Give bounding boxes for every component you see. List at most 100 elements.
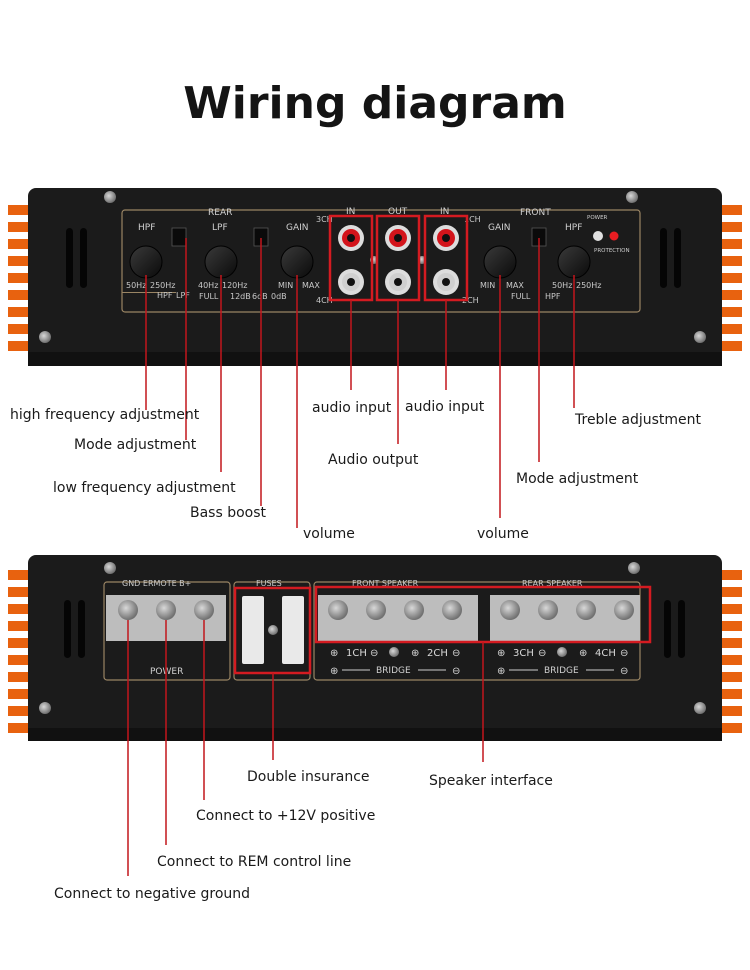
front-label: FRONT	[520, 208, 551, 218]
screw-icon	[694, 331, 706, 343]
gain-label-right: GAIN	[488, 223, 511, 233]
screw-icon	[628, 562, 640, 574]
speaker-interface-label: Speaker interface	[429, 773, 553, 789]
hz50-label-right: 50Hz	[552, 281, 572, 290]
audio-output-label: Audio output	[328, 452, 419, 468]
bass-boost-label: Bass boost	[190, 505, 267, 521]
mode-switch-left[interactable]	[171, 227, 187, 247]
minus-icon: ⊖	[538, 648, 546, 659]
power-led-icon	[593, 231, 603, 241]
bottom-vents	[64, 600, 685, 658]
rear-speaker-label: REAR SPEAKER	[522, 579, 583, 588]
terminal-screw-icon	[576, 600, 596, 620]
terminal-screw-icon	[442, 600, 462, 620]
hpf-knob-right[interactable]	[557, 245, 591, 279]
volume-label-left: volume	[303, 526, 355, 542]
db6-label: 6dB	[252, 292, 268, 301]
ch2-label-bottom: 2CH	[427, 648, 448, 659]
double-insurance-label: Double insurance	[247, 769, 370, 785]
top-vents	[66, 228, 681, 288]
out-label: OUT	[388, 207, 408, 217]
callout-lines-bottom	[127, 620, 484, 876]
minus-icon: ⊖	[620, 666, 628, 677]
top-control-panel	[121, 209, 641, 313]
positive-12v-label: Connect to +12V positive	[196, 808, 375, 824]
protection-led-icon	[609, 231, 619, 241]
screw-icon	[626, 191, 638, 203]
fuse-1	[242, 596, 264, 664]
screw-icon	[39, 702, 51, 714]
terminal-screw-icon	[500, 600, 520, 620]
minus-icon: ⊖	[452, 648, 460, 659]
in-label-left: IN	[346, 207, 355, 217]
screw-icon	[104, 191, 116, 203]
low-frequency-adjustment-label: low frequency adjustment	[53, 480, 236, 496]
rca-jacks	[338, 225, 459, 295]
db12-label: 12dB	[230, 292, 251, 301]
ch4-label-bottom: 4CH	[595, 648, 616, 659]
bottom-amplifier: GND ERMOTE B+ FUSES FRONT SPEAKER REAR S…	[8, 555, 742, 741]
bottom-left-fins	[8, 570, 40, 733]
top-left-fins	[8, 205, 40, 351]
lpf-label: LPF	[212, 223, 228, 233]
gain-knob-right[interactable]	[483, 245, 517, 279]
screw-icon	[694, 702, 706, 714]
bridge-label-rear: BRIDGE	[544, 666, 579, 676]
screw-icon	[39, 331, 51, 343]
front-speaker-label: FRONT SPEAKER	[352, 579, 419, 588]
hpf-knob-left[interactable]	[129, 245, 163, 279]
callout-lines-top	[145, 238, 575, 528]
protection-led-label: PROTECTION	[594, 248, 630, 254]
hpf-sub-label-right: HPF	[545, 292, 561, 301]
full-label-right: FULL	[511, 292, 531, 301]
ch4-label: 4CH	[316, 296, 333, 305]
audio-input-label-right: audio input	[405, 399, 485, 415]
audio-input-label-left: audio input	[312, 400, 392, 416]
plus-icon: ⊕	[330, 666, 338, 677]
ch2-label: 2CH	[462, 296, 479, 305]
min-label-left: MIN	[278, 281, 293, 290]
hz120-label: 120Hz	[222, 281, 247, 290]
top-amplifier: REAR FRONT IN OUT IN 3CH 4CH 1CH 2CH HPF…	[8, 188, 742, 366]
lpf-switch-label: LPF	[176, 291, 190, 300]
max-label-right: MAX	[506, 281, 524, 290]
minus-icon: ⊖	[370, 648, 378, 659]
plus-icon: ⊕	[497, 648, 505, 659]
full-label-left: FULL	[199, 292, 219, 301]
rem-control-label: Connect to REM control line	[157, 854, 351, 870]
in-label-right: IN	[440, 207, 449, 217]
terminal-screw-icon	[118, 600, 138, 620]
terminal-screw-icon	[156, 600, 176, 620]
minus-icon: ⊖	[452, 666, 460, 677]
power-terminal-label: GND ERMOTE B+	[122, 579, 191, 588]
top-chassis	[28, 188, 722, 366]
ch3-label-bottom: 3CH	[513, 648, 534, 659]
ch3-label: 3CH	[316, 215, 333, 224]
hpf-switch-label: HPF	[157, 291, 173, 300]
max-label-left: MAX	[302, 281, 320, 290]
ch1-label: 1CH	[464, 215, 481, 224]
lpf-knob[interactable]	[204, 245, 238, 279]
plus-icon: ⊕	[497, 666, 505, 677]
fuse-2	[282, 596, 304, 664]
gain-knob-left[interactable]	[280, 245, 314, 279]
high-frequency-adjustment-label: high frequency adjustment	[10, 407, 200, 423]
hz40-label: 40Hz	[198, 281, 218, 290]
plus-icon: ⊕	[330, 648, 338, 659]
hpf-label-right: HPF	[565, 223, 582, 233]
db0-label: 0dB	[271, 292, 287, 301]
hz250-label: 250Hz	[150, 281, 175, 290]
hpf-label-left: HPF	[138, 223, 155, 233]
mode-adjustment-label-left: Mode adjustment	[74, 437, 197, 453]
volume-label-right: volume	[477, 526, 529, 542]
bottom-right-fins	[712, 570, 742, 733]
terminal-screw-icon	[328, 600, 348, 620]
mode-adjustment-label-right: Mode adjustment	[516, 471, 639, 487]
plus-icon: ⊕	[579, 648, 587, 659]
terminal-screw-icon	[614, 600, 634, 620]
treble-adjustment-label: Treble adjustment	[574, 412, 702, 428]
minus-icon: ⊖	[620, 648, 628, 659]
terminal-screw-icon	[538, 600, 558, 620]
ch1-label-bottom: 1CH	[346, 648, 367, 659]
